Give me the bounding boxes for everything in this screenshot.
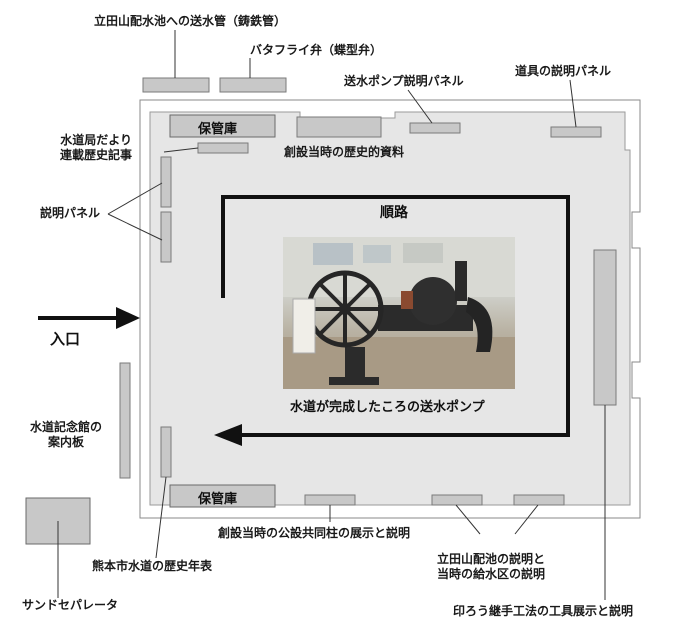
explain-panel-box-2 (160, 211, 172, 263)
newsletter-box (197, 142, 249, 154)
pump-panel-label: 送水ポンプ説明パネル (344, 74, 464, 88)
right-panel-box (593, 249, 617, 406)
route-label: 順路 (380, 205, 408, 221)
sand-separator-label: サンドセパレータ (22, 598, 119, 612)
hydrant-label: 創設当時の公設共同柱の展示と説明 (218, 526, 411, 540)
tools-panel-box (550, 126, 602, 138)
pump-illustration (283, 237, 515, 389)
pipe-label: 立田山配水池への送水管（鋳鉄管） (94, 14, 287, 28)
butterfly-valve-label: バタフライ弁（蝶型弁） (250, 43, 383, 57)
newsletter-label: 水道局だより 連載歴史記事 (60, 133, 133, 162)
pipe-exhibit-box (142, 77, 210, 93)
founding-docs-label: 創設当時の歴史的資料 (284, 145, 405, 159)
entrance-arrowhead (116, 307, 140, 329)
history-table-label: 熊本市水道の歴史年表 (92, 559, 213, 573)
explain-panel-label: 説明パネル (40, 206, 101, 220)
storage-bottom-label: 保管庫 (198, 492, 238, 507)
guide-board-box (119, 362, 131, 479)
storage-top-box (169, 114, 276, 138)
history-table-box (160, 426, 172, 478)
pump-panel-box (409, 122, 461, 134)
guide-board-label: 水道記念館の 案内板 (30, 420, 103, 449)
storage-top-label: 保管庫 (198, 122, 238, 137)
reservoir-box-2 (513, 494, 565, 506)
route-path (221, 195, 570, 437)
explain-panel-box-1 (160, 156, 172, 208)
reservoir-label: 立田山配池の説明と 当時の給水区の説明 (437, 552, 546, 581)
leader-lines (57, 30, 606, 600)
storage-bottom-box (169, 484, 276, 508)
soldering-label: 印ろう継手工法の工具展示と説明 (453, 604, 634, 618)
pump-photo (283, 237, 515, 389)
tools-panel-label: 道具の説明パネル (515, 64, 612, 78)
entrance-label: 入口 (50, 330, 81, 348)
hydrant-box (304, 494, 356, 506)
reservoir-box-1 (431, 494, 483, 506)
butterfly-valve-box (219, 77, 287, 93)
founding-docs-box (296, 116, 382, 138)
photo-caption: 水道が完成したころの送水ポンプ (290, 400, 485, 415)
route-arrowhead (214, 424, 242, 446)
